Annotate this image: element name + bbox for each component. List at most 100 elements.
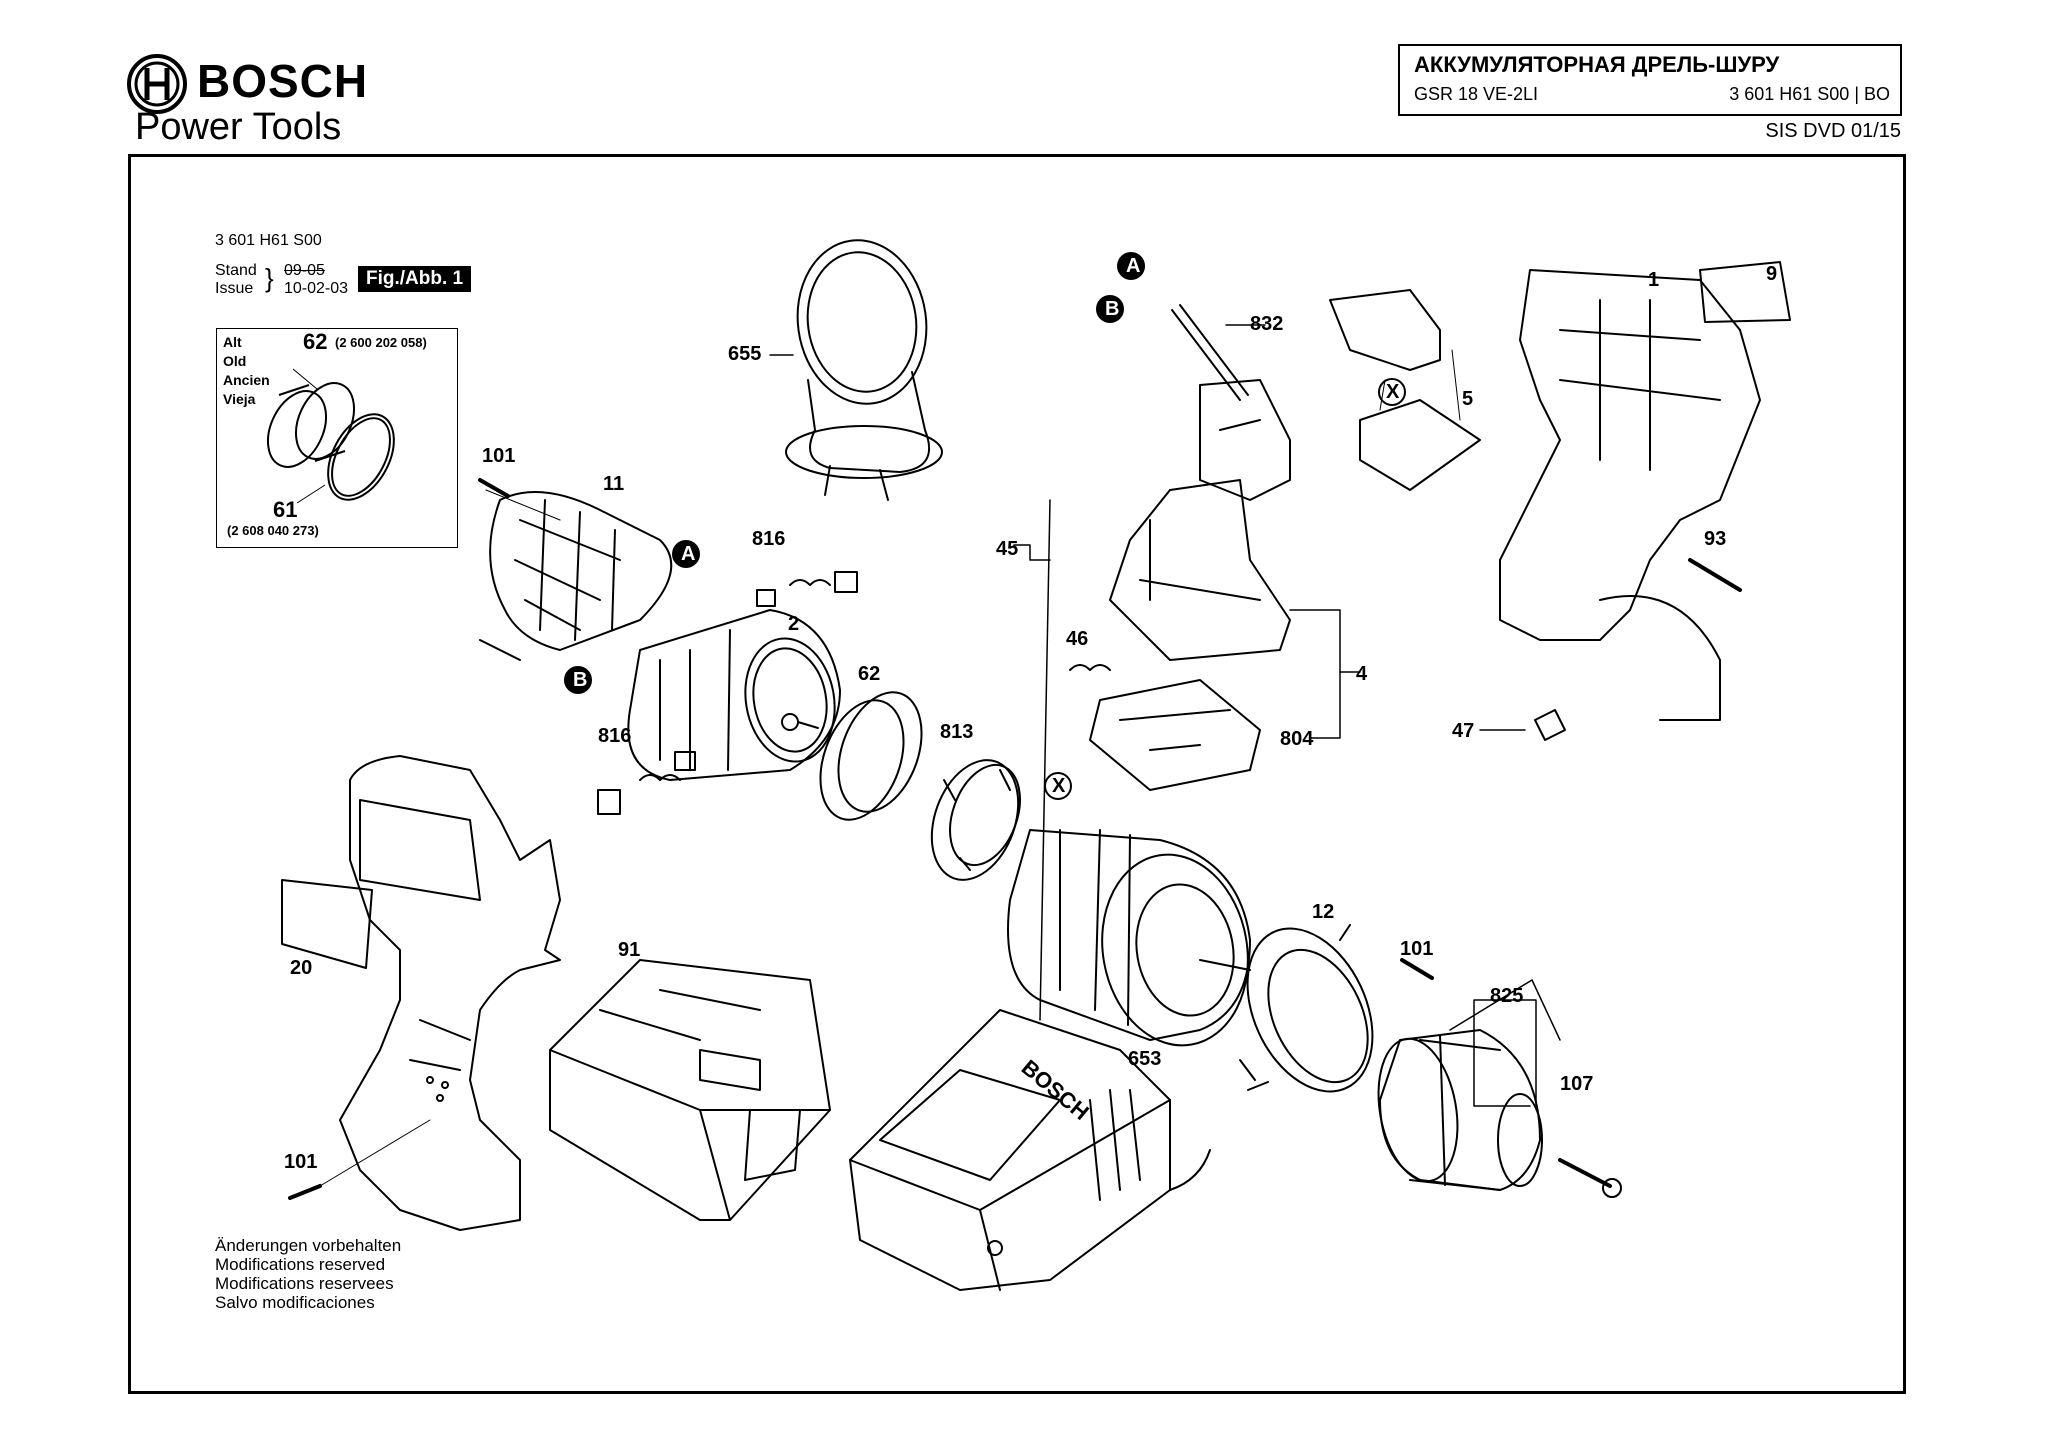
gearbox-45 [1007, 829, 1251, 1047]
marker-x: X [1052, 775, 1066, 797]
bit-93 [1688, 558, 1742, 592]
brand-name: BOSCH [197, 55, 369, 107]
model-code: 3 601 H61 S00 | BO [1729, 84, 1890, 104]
alt-parts-drawing [266, 368, 395, 504]
belt-clip-655 [785, 239, 943, 501]
callout-20: 20 [290, 957, 312, 979]
model-name: GSR 18 VE-2LI [1414, 84, 1539, 104]
marker-x-circle [1044, 772, 1072, 800]
callout-46: 46 [1066, 628, 1088, 650]
callout-2: 2 [788, 613, 799, 635]
callout-101-lower: 101 [284, 1151, 317, 1173]
marker-a2-circle [1117, 252, 1145, 280]
charger-653 [849, 1009, 1211, 1291]
callout-45: 45 [996, 538, 1018, 560]
callout-93: 93 [1704, 528, 1726, 550]
marker-a: A [681, 543, 695, 565]
figure-number: 3 601 H61 S00 [215, 232, 322, 249]
callout-1: 1 [1648, 269, 1659, 291]
callout-47: 47 [1452, 720, 1474, 742]
marker-a2: A [1126, 255, 1140, 277]
callout-9: 9 [1766, 263, 1777, 285]
callout-813: 813 [940, 721, 973, 743]
callout-832: 832 [1250, 313, 1283, 335]
screw-101-upper [478, 478, 510, 498]
diagram-frame [128, 154, 1906, 1394]
housing-right-half [1499, 269, 1761, 721]
switch-button-5 [1359, 399, 1481, 491]
marker-b2-circle [1096, 295, 1124, 323]
note-line: Salvo modificaciones [215, 1293, 375, 1312]
battery-91 [549, 959, 831, 1221]
figure-tag: Fig./Abb. 1 [358, 266, 472, 292]
switch-832 [1171, 304, 1291, 501]
callout-825: 825 [1490, 985, 1523, 1007]
marker-b: B [573, 669, 587, 691]
callout-655: 655 [728, 343, 761, 365]
bosch-logo-icon [127, 54, 187, 114]
alt-label: Ancien [223, 372, 270, 388]
callout-101-upper: 101 [482, 445, 515, 467]
callout-107: 107 [1560, 1073, 1593, 1095]
marker-x2-circle [1378, 378, 1406, 406]
stand-label: Stand [215, 262, 257, 279]
motor-2 [627, 609, 841, 781]
contact-plate-804 [1089, 679, 1261, 791]
callout-62: 62 [858, 663, 880, 685]
issue-label: Issue [215, 280, 254, 297]
marker-a-circle [672, 540, 700, 568]
housing-left-half [339, 755, 561, 1231]
title-box: АККУМУЛЯТОРНАЯ ДРЕЛЬ-ШУРУ GSR 18 VE-2LI … [1398, 44, 1902, 116]
note-line: Modifications reserved [215, 1255, 386, 1274]
callout-101-front: 101 [1400, 938, 1433, 960]
screw-101-front [1400, 958, 1434, 980]
brand-block: BOSCH Power Tools [125, 52, 367, 148]
callout-816-lower: 816 [598, 725, 631, 747]
ring-62 [819, 691, 923, 821]
alt-part-62-code: (2 600 202 058) [335, 335, 427, 350]
chuck-825 [1377, 1029, 1543, 1191]
label-9 [1699, 261, 1791, 323]
callout-12: 12 [1312, 901, 1334, 923]
alt-label: Vieja [223, 391, 256, 407]
callout-816-upper: 816 [752, 528, 785, 550]
screw-107 [1558, 1158, 1612, 1188]
motor-cap-11 [479, 491, 673, 661]
marker-x2: X [1386, 381, 1400, 403]
part-47 [1534, 709, 1566, 741]
marker-b-circle [564, 666, 592, 694]
callout-4: 4 [1356, 663, 1368, 685]
callout-653: 653 [1128, 1048, 1161, 1070]
document-title: АККУМУЛЯТОРНАЯ ДРЕЛЬ-ШУРУ [1414, 52, 1780, 77]
marker-b2: B [1105, 298, 1119, 320]
screw-107-head [1602, 1178, 1622, 1198]
label-20 [281, 879, 373, 969]
callout-91: 91 [618, 939, 640, 961]
note-line: Modifications reservees [215, 1274, 394, 1293]
brand-subtitle: Power Tools [135, 106, 342, 148]
switch-holder-4 [1109, 479, 1291, 661]
spring-46 [1069, 664, 1111, 671]
alt-label: Alt [223, 334, 242, 350]
issue-date: 10-02-03 [284, 280, 349, 297]
alt-parts-box: Alt Old Ancien Vieja 62 (2 600 202 058) … [216, 328, 458, 548]
callout-11: 11 [603, 473, 624, 495]
alt-part-61: 61 [273, 497, 298, 522]
cover-part-upper [1329, 289, 1441, 371]
alt-label: Old [223, 353, 247, 369]
brush-holder-816-upper [756, 571, 858, 607]
front-cover-12 [1239, 924, 1374, 1093]
brace-icon: } [265, 263, 274, 293]
stand-date: 09-05 [284, 262, 325, 279]
alt-part-62: 62 [303, 329, 328, 354]
alt-part-61-code: (2 608 040 273) [227, 523, 319, 538]
modification-notes: Änderungen vorbehalten Modifications res… [215, 1236, 401, 1312]
note-line: Änderungen vorbehalten [215, 1236, 402, 1255]
brush-holder-816-lower [597, 751, 696, 815]
callout-804: 804 [1280, 728, 1314, 750]
ring-gear-813 [930, 759, 1021, 881]
callout-5: 5 [1462, 388, 1473, 410]
alt-labels: Alt Old Ancien Vieja [223, 333, 270, 409]
sis-version: SIS DVD 01/15 [1765, 120, 1901, 142]
